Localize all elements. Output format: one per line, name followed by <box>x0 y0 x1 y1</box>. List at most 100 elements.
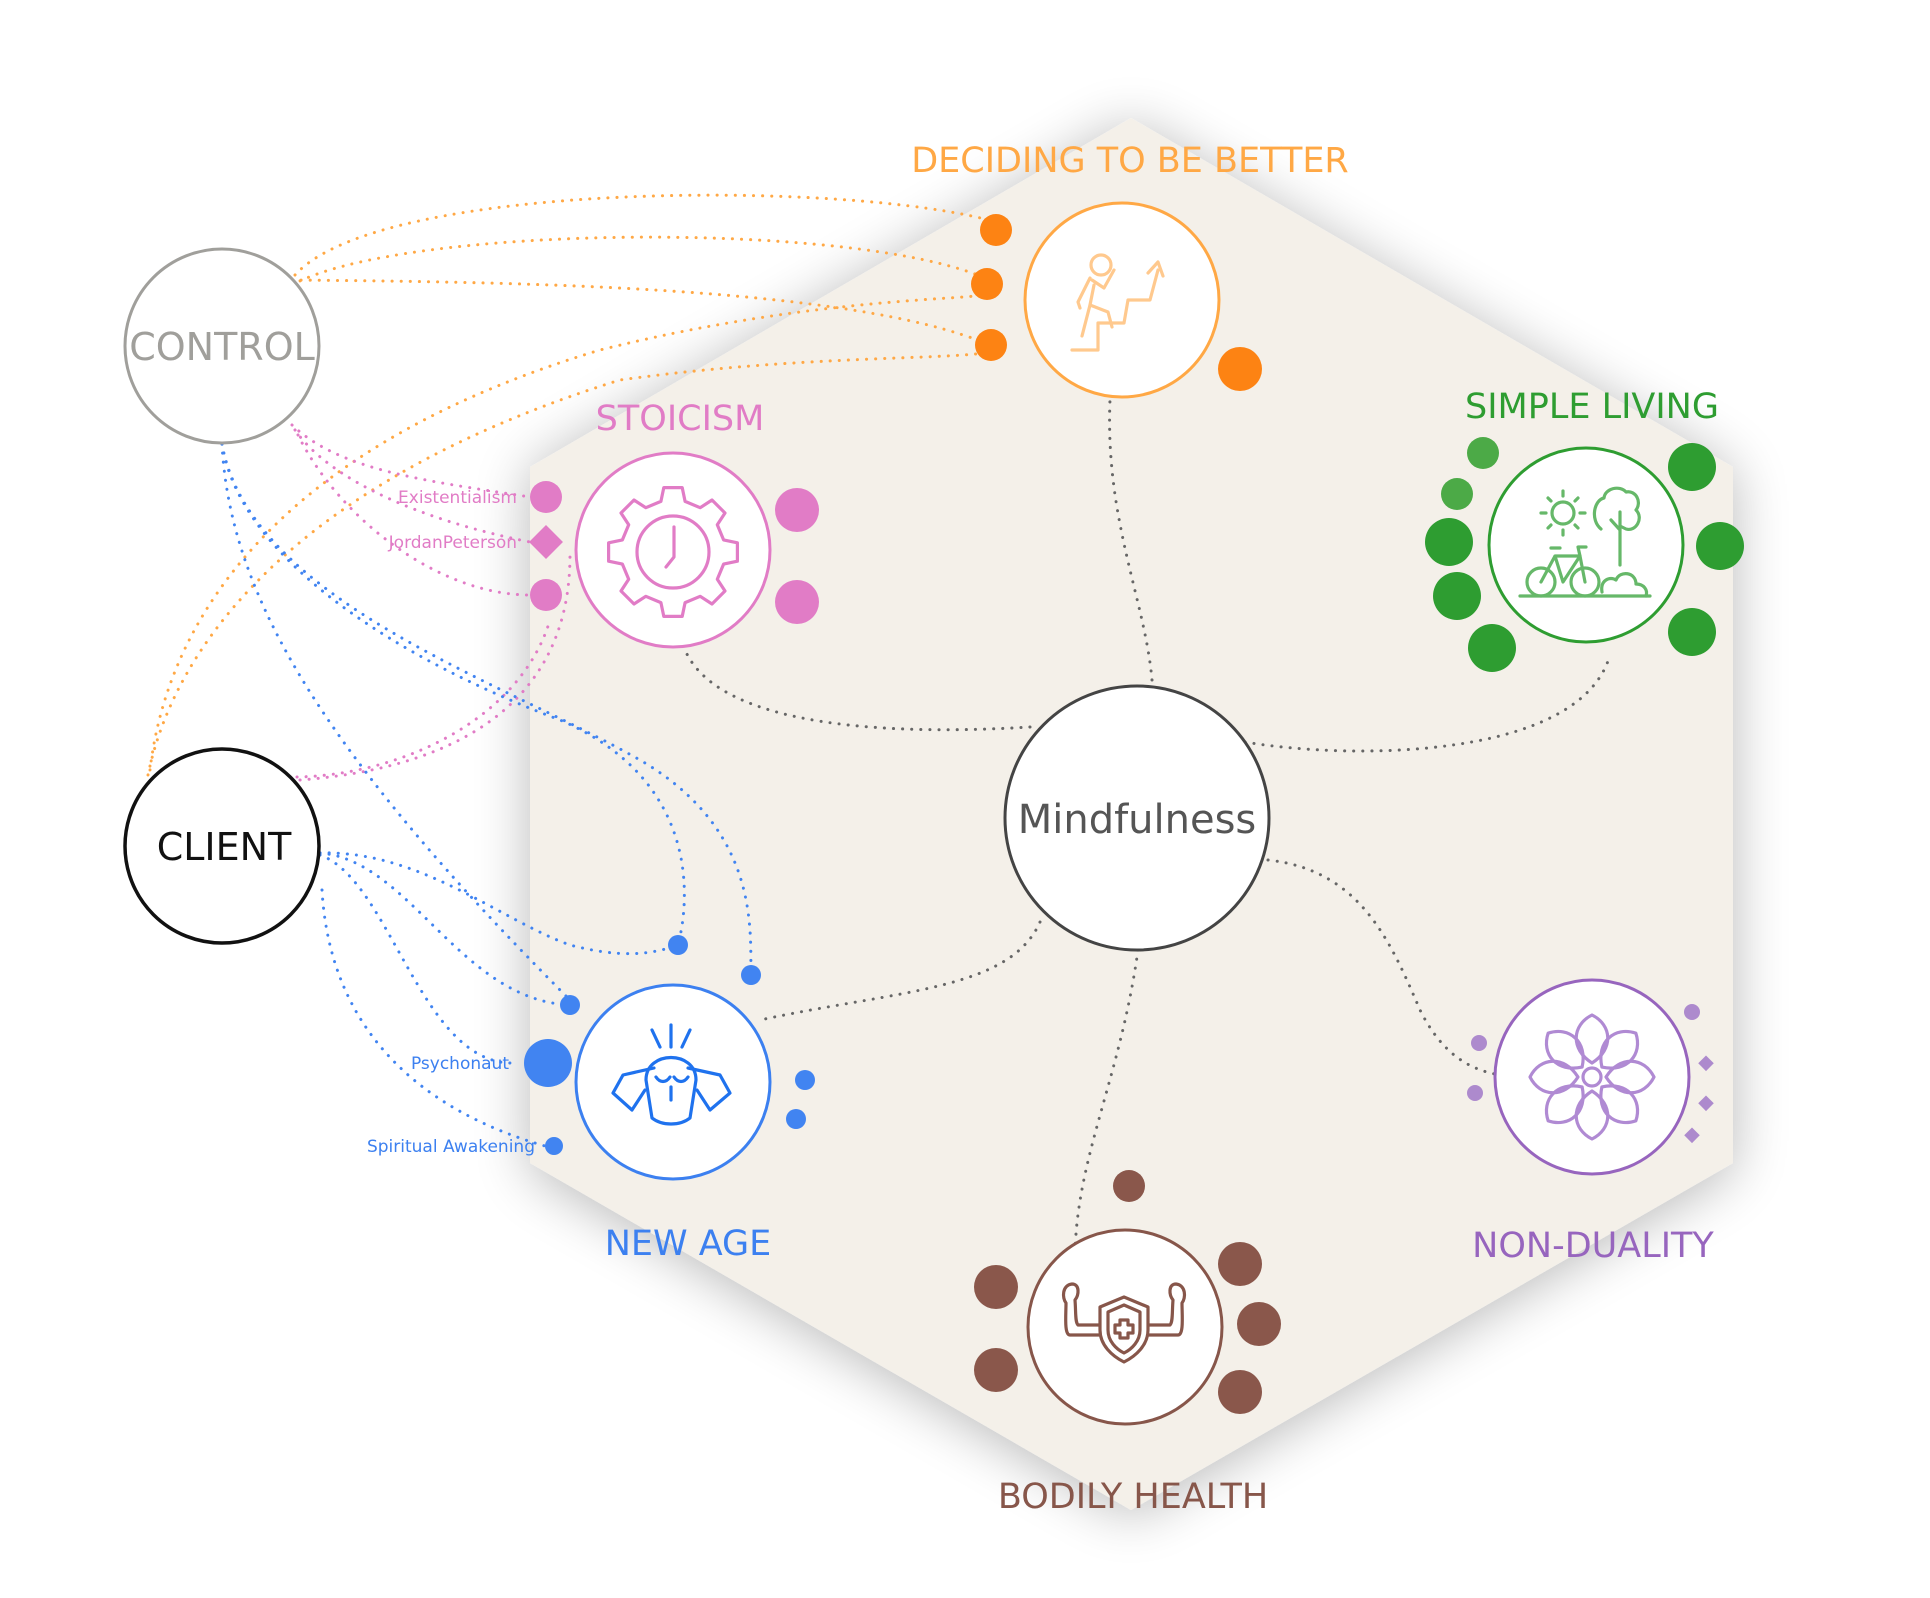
existentialism-label: Existentialism <box>398 488 517 508</box>
simple-dot[interactable] <box>1696 522 1744 570</box>
connector-control-deciding-3 <box>290 278 992 347</box>
category-title-newage: NEW AGE <box>605 1224 772 1264</box>
deciding-dot[interactable] <box>980 214 1012 246</box>
lotus-petal <box>1604 1059 1656 1095</box>
stoicism-dot[interactable] <box>775 580 819 624</box>
control-node[interactable]: CONTROL <box>123 247 321 445</box>
deciding-dot[interactable] <box>975 329 1007 361</box>
nonduality-diamond[interactable] <box>1698 1055 1714 1072</box>
stoicism-dot[interactable] <box>530 579 562 611</box>
lotus-petal <box>1599 1030 1639 1070</box>
connector-mindfulness-nonduality <box>1266 858 1532 1079</box>
spiritual-awakening-label: Spiritual Awakening <box>367 1137 535 1157</box>
bodily-dot[interactable] <box>1113 1170 1145 1202</box>
newage-dot[interactable] <box>786 1109 806 1129</box>
category-new-age[interactable]: NEW AGE Psychonaut Spiritual Awakening <box>367 935 815 1264</box>
jordanpeterson-label: JordanPeterson <box>388 533 517 553</box>
connector-mindfulness-newage <box>758 920 1042 1022</box>
spiritual-awakening-dot[interactable] <box>545 1137 563 1155</box>
blue-connectors <box>220 442 753 1148</box>
bodily-dot[interactable] <box>1237 1302 1281 1346</box>
category-circle-bodily[interactable] <box>1026 1228 1224 1426</box>
simple-dot[interactable] <box>1668 443 1716 491</box>
mindfulness-label: Mindfulness <box>1018 797 1257 843</box>
nonduality-dot[interactable] <box>1471 1035 1487 1051</box>
category-title-nonduality: NON-DUALITY <box>1472 1226 1714 1266</box>
bodily-dot[interactable] <box>974 1265 1018 1309</box>
orange-connectors <box>146 193 998 777</box>
category-title-stoicism: STOICISM <box>596 399 765 439</box>
nonduality-diamond[interactable] <box>1698 1095 1714 1112</box>
existentialism-dot[interactable] <box>530 481 562 513</box>
lotus-petal <box>1545 1084 1585 1124</box>
category-title-deciding: DECIDING TO BE BETTER <box>911 141 1349 181</box>
connector-client-deciding-1 <box>148 293 987 772</box>
category-circle-simple[interactable] <box>1487 446 1685 644</box>
psychonaut-label: Psychonaut <box>411 1054 509 1074</box>
simple-dot[interactable] <box>1441 478 1473 510</box>
connector-control-newage-1 <box>220 442 572 1002</box>
bodily-dot[interactable] <box>974 1348 1018 1392</box>
connector-client-psychonaut <box>318 853 512 1065</box>
newage-dot[interactable] <box>795 1070 815 1090</box>
connector-client-newage-1 <box>318 851 680 956</box>
category-non-duality[interactable]: NON-DUALITY <box>1467 978 1714 1266</box>
client-node[interactable]: CLIENT <box>123 747 321 945</box>
lotus-petal <box>1599 1084 1639 1124</box>
bicycle-tree-sun-icon <box>1518 486 1652 598</box>
connector-client-spiritual <box>320 888 547 1148</box>
lotus-petal <box>1574 1089 1610 1141</box>
category-circle-deciding[interactable] <box>1023 201 1221 399</box>
simple-dot[interactable] <box>1425 518 1473 566</box>
category-title-bodily: BODILY HEALTH <box>998 1477 1268 1517</box>
category-deciding[interactable]: DECIDING TO BE BETTER <box>911 141 1349 399</box>
category-title-simple: SIMPLE LIVING <box>1465 387 1719 427</box>
mindfulness-node[interactable]: Mindfulness <box>1003 684 1271 952</box>
simple-dot[interactable] <box>1668 608 1716 656</box>
lotus-petal <box>1545 1030 1585 1070</box>
climbing-stairs-icon <box>1070 253 1165 352</box>
lotus-petal <box>1574 1013 1610 1065</box>
psychonaut-dot[interactable] <box>524 1039 572 1087</box>
newage-dot[interactable] <box>560 995 580 1015</box>
nonduality-diamond[interactable] <box>1684 1127 1700 1144</box>
connector-mindfulness-deciding <box>1108 398 1154 682</box>
category-circle-newage[interactable] <box>574 983 772 1181</box>
connector-control-jordanpeterson <box>293 428 532 544</box>
category-bodily-health[interactable]: BODILY HEALTH <box>974 1170 1281 1517</box>
client-label: CLIENT <box>157 825 292 869</box>
nonduality-dot[interactable] <box>1684 1004 1700 1020</box>
simple-dot[interactable] <box>1467 437 1499 469</box>
nonduality-dot[interactable] <box>1467 1085 1483 1101</box>
connector-control-newage-2 <box>220 442 686 947</box>
connector-mindfulness-stoicism <box>683 648 1032 732</box>
gear-clock-icon <box>607 486 739 618</box>
connector-client-newage-2 <box>318 851 572 1007</box>
connector-control-stoicism <box>296 433 532 597</box>
pink-connectors <box>290 423 572 782</box>
deciding-dot[interactable] <box>971 268 1003 300</box>
connector-mindfulness-simple <box>1243 653 1612 753</box>
control-label: CONTROL <box>129 325 315 369</box>
simple-dot[interactable] <box>1468 624 1516 672</box>
flexing-shield-icon <box>1061 1282 1187 1364</box>
connector-control-existentialism <box>290 423 532 499</box>
stoicism-dot[interactable] <box>775 488 819 532</box>
newage-dot[interactable] <box>668 935 688 955</box>
meditating-head-icon <box>611 1023 732 1126</box>
mindfulness-connectors <box>683 398 1612 1262</box>
deciding-dot[interactable] <box>1218 347 1262 391</box>
simple-dot[interactable] <box>1433 572 1481 620</box>
bodily-dot[interactable] <box>1218 1370 1262 1414</box>
category-simple-living[interactable]: SIMPLE LIVING <box>1425 387 1744 672</box>
connector-client-stoicism-1 <box>295 618 552 779</box>
category-circle-nonduality[interactable] <box>1493 978 1691 1176</box>
lotus-petal <box>1528 1059 1580 1095</box>
jordanpeterson-diamond[interactable] <box>529 525 563 559</box>
newage-dot[interactable] <box>741 965 761 985</box>
bodily-dot[interactable] <box>1218 1242 1262 1286</box>
category-stoicism[interactable]: STOICISM Existentialism JordanPeterson <box>388 399 819 649</box>
connector-client-stoicism-2 <box>298 553 572 782</box>
connector-control-deciding-1 <box>293 193 998 277</box>
